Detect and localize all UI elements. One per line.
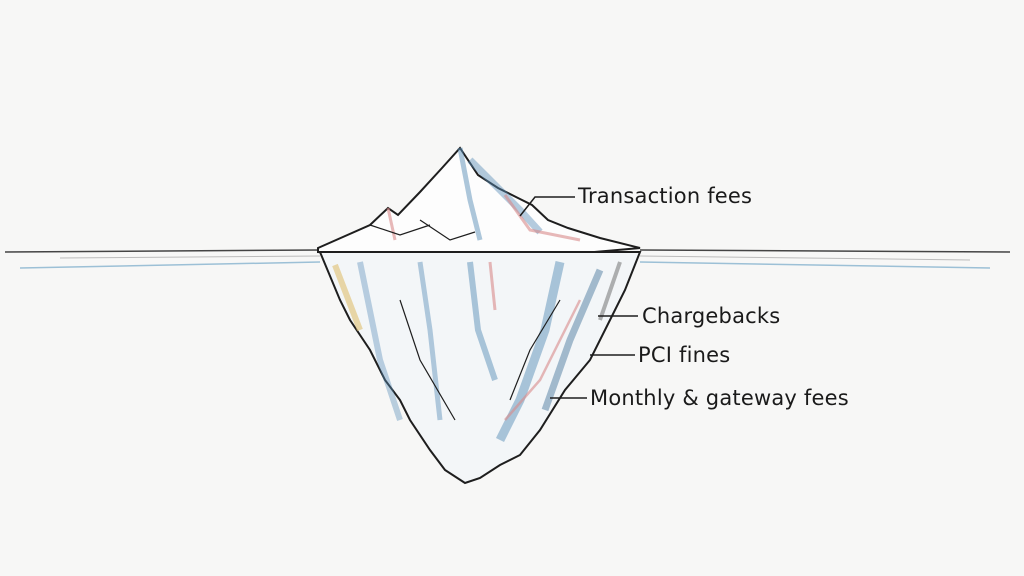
label-pci-fines: PCI fines <box>638 343 731 367</box>
leader-lines <box>519 196 638 399</box>
waterline <box>4 249 1011 269</box>
label-chargebacks: Chargebacks <box>642 304 781 328</box>
label-transaction-fees: Transaction fees <box>578 184 753 208</box>
label-monthly-gateway-fees: Monthly & gateway fees <box>590 386 849 410</box>
iceberg-tip <box>317 146 641 260</box>
iceberg-submerged <box>318 251 642 485</box>
